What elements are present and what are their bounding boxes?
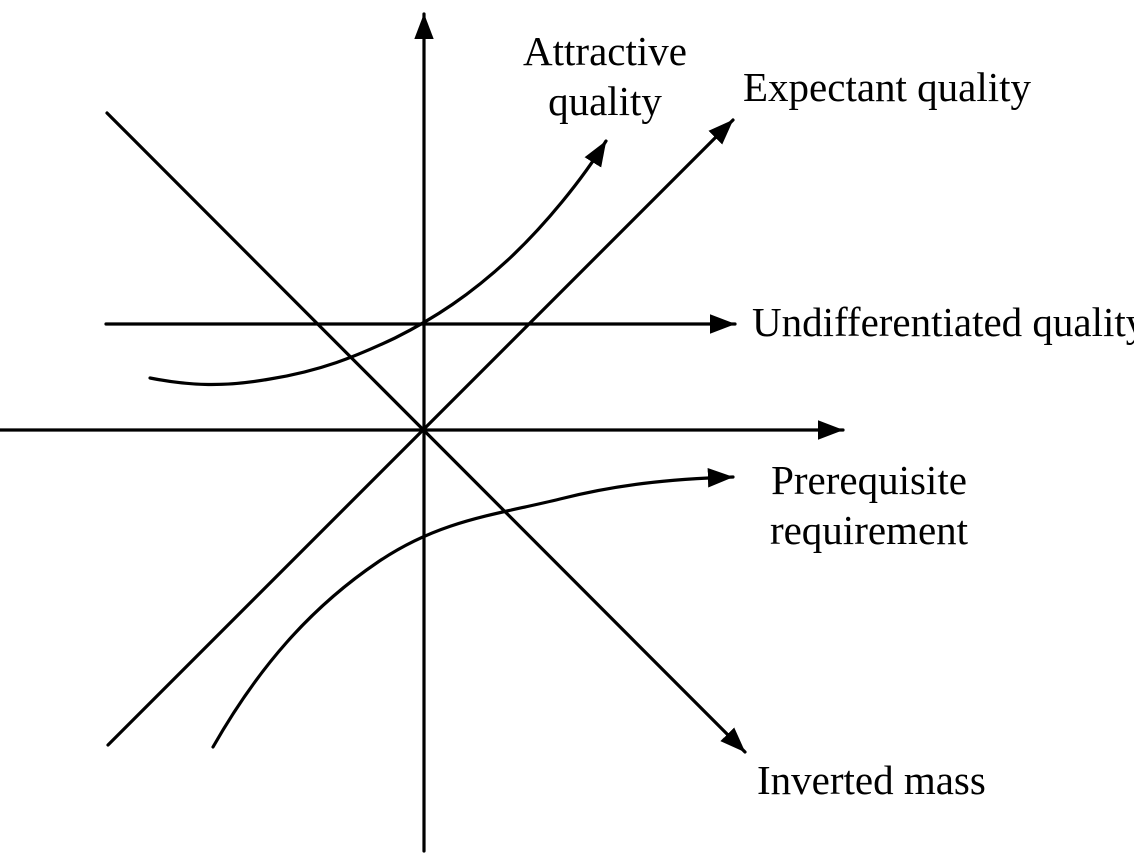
- attractive-quality-curve: [148, 139, 608, 387]
- inverted-mass-label: Inverted mass: [757, 757, 986, 803]
- inverted-mass-line: [105, 111, 747, 754]
- attractive-quality-label-line1: Attractive: [523, 28, 687, 74]
- attractive-quality-label-line2: quality: [548, 78, 662, 124]
- prerequisite-requirement-label-line2: requirement: [769, 507, 969, 553]
- prerequisite-requirement-label: Prerequisite requirement: [719, 455, 1019, 555]
- expectant-quality-line: [106, 118, 735, 747]
- prerequisite-requirement-label-line1: Prerequisite: [771, 457, 967, 503]
- undifferentiated-quality-label: Undifferentiated quality: [752, 299, 1134, 345]
- attractive-quality-label: Attractive quality: [455, 26, 755, 126]
- expectant-quality-label: Expectant quality: [743, 64, 1032, 110]
- prerequisite-requirement-curve: [211, 468, 735, 749]
